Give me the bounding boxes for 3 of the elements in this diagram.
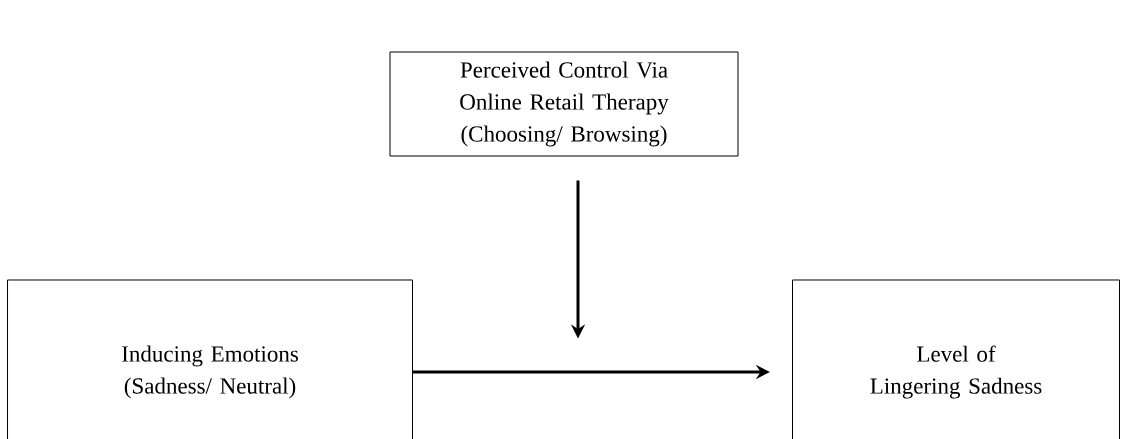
text-box: Level of Lingering Sadness xyxy=(792,279,1120,439)
text-box: Perceived Control Via Online Retail Therapy (Choosing/ Browsing) xyxy=(389,51,739,157)
text-box: Inducing Emotions (Sadness/ Neutral) xyxy=(7,279,413,439)
